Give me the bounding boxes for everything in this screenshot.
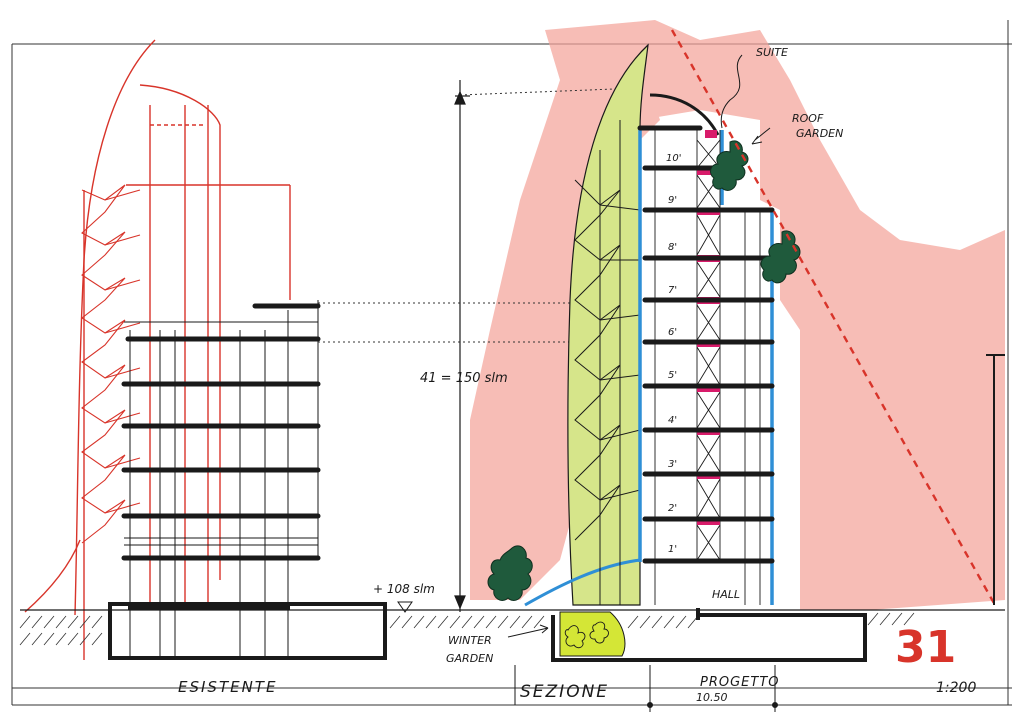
floor-number: 5' — [668, 370, 677, 381]
floor-number: 1' — [668, 544, 677, 555]
existing-basement — [108, 602, 387, 660]
sheet-number: 31 — [895, 622, 956, 673]
floor-number: 3' — [668, 459, 677, 470]
dimension-label: 10.50 — [696, 691, 728, 704]
existing-label: ESISTENTE — [178, 678, 277, 696]
green-facade-zigzag — [574, 120, 641, 605]
roof-garden-tree-icon — [710, 140, 801, 284]
ground-level-label: + 108 slm — [373, 582, 435, 596]
ground-hatching — [19, 612, 915, 646]
green-facade — [567, 43, 649, 606]
height-dimension — [454, 80, 470, 612]
floor-number: 9' — [668, 195, 677, 206]
sheet-border — [11, 20, 1012, 706]
projection-lines — [318, 87, 641, 343]
new-basement — [551, 608, 867, 662]
right-height-marker — [986, 354, 1005, 605]
section-label: SEZIONE — [520, 682, 609, 702]
floor-number: 7' — [668, 285, 677, 296]
existing-floor-slabs — [121, 303, 321, 561]
new-building — [524, 43, 867, 662]
level-marker-icon — [397, 601, 413, 613]
winter-garden-fill — [559, 611, 626, 657]
roof-garden-label-line1: ROOF — [792, 112, 824, 125]
floor-number: 6' — [668, 327, 677, 338]
winter-garden-label-line2: GARDEN — [446, 652, 493, 665]
floor-numbers: 1' 2' 3' 4' 5' 6' 7' 8' 9' 10' — [666, 153, 681, 555]
hall-label: HALL — [712, 588, 740, 601]
new-floor-slabs — [637, 125, 775, 564]
bottom-dimension — [514, 665, 778, 712]
blue-facade-lines — [638, 128, 774, 605]
winter-garden-foliage — [564, 621, 609, 649]
setback-dashed-line — [670, 29, 997, 606]
project-label: PROGETTO — [700, 675, 780, 690]
suite-roof-arc — [649, 93, 720, 136]
existing-building — [24, 39, 387, 660]
scale-label: 1:200 — [936, 680, 976, 696]
green-facade-base — [524, 558, 641, 607]
floor-number: 2' — [668, 503, 677, 514]
winter-garden-label-line1: WINTER — [448, 634, 492, 647]
existing-red-zigzag — [81, 184, 141, 544]
leader-lines — [507, 54, 771, 638]
height-label: 41 = 150 slm — [420, 371, 508, 386]
existing-thin-lines — [124, 321, 318, 546]
existing-red-outline — [24, 39, 291, 660]
floor-number: 4' — [668, 415, 677, 426]
suite-label: SUITE — [756, 46, 788, 59]
tree-icon — [487, 545, 533, 601]
floor-number: 8' — [668, 242, 677, 253]
roof-garden-label-line2: GARDEN — [796, 127, 843, 140]
floor-number: 10' — [666, 153, 681, 164]
